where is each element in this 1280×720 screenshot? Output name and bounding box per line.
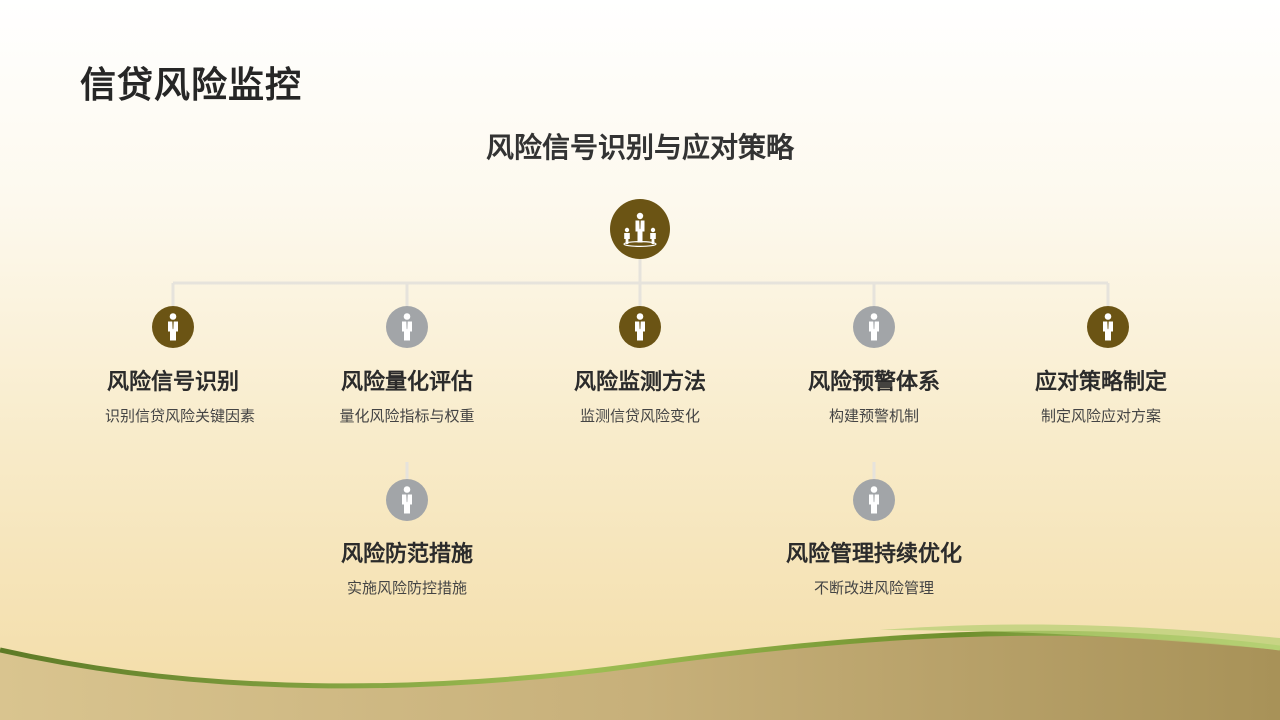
node-label-signal-identification: 风险信号识别 [106, 370, 239, 395]
person-icon [168, 313, 178, 341]
node-icon-early-warning [853, 306, 895, 348]
node-label-monitoring-methods: 风险监测方法 [573, 370, 706, 395]
node-desc-response-strategy: 制定风险应对方案 [1040, 407, 1161, 425]
diagram-title: 风险信号识别与应对策略 [485, 131, 794, 164]
person-icon [869, 313, 879, 341]
node-desc-prevention-measures: 实施风险防控措施 [346, 579, 467, 597]
person-icon [402, 313, 412, 341]
page-title: 信贷风险监控 [80, 65, 303, 106]
node-icon-quantitative-assessment [386, 306, 428, 348]
node-desc-monitoring-methods: 监测信贷风险变化 [579, 407, 700, 425]
person-icon [869, 486, 879, 514]
node-label-quantitative-assessment: 风险量化评估 [340, 370, 473, 395]
node-icon-signal-identification [152, 306, 194, 348]
person-icon [635, 313, 645, 341]
node-icon-response-strategy [1087, 306, 1129, 348]
node-icon-continuous-optimization [853, 479, 895, 521]
node-desc-early-warning: 构建预警机制 [828, 407, 919, 425]
node-label-continuous-optimization: 风险管理持续优化 [785, 542, 962, 567]
person-icon [1103, 313, 1113, 341]
node-label-early-warning: 风险预警体系 [807, 370, 940, 395]
node-desc-continuous-optimization: 不断改进风险管理 [813, 579, 934, 597]
node-icon-monitoring-methods [619, 306, 661, 348]
root-node-icon [610, 199, 670, 259]
node-label-prevention-measures: 风险防范措施 [340, 542, 473, 567]
presenter-with-people-icon [623, 212, 657, 247]
node-desc-quantitative-assessment: 量化风险指标与权重 [339, 407, 475, 425]
node-icon-prevention-measures [386, 479, 428, 521]
node-desc-signal-identification: 识别信贷风险关键因素 [104, 407, 255, 425]
decorative-wave [0, 624, 1280, 720]
person-icon [402, 486, 412, 514]
node-label-response-strategy: 应对策略制定 [1034, 370, 1167, 395]
